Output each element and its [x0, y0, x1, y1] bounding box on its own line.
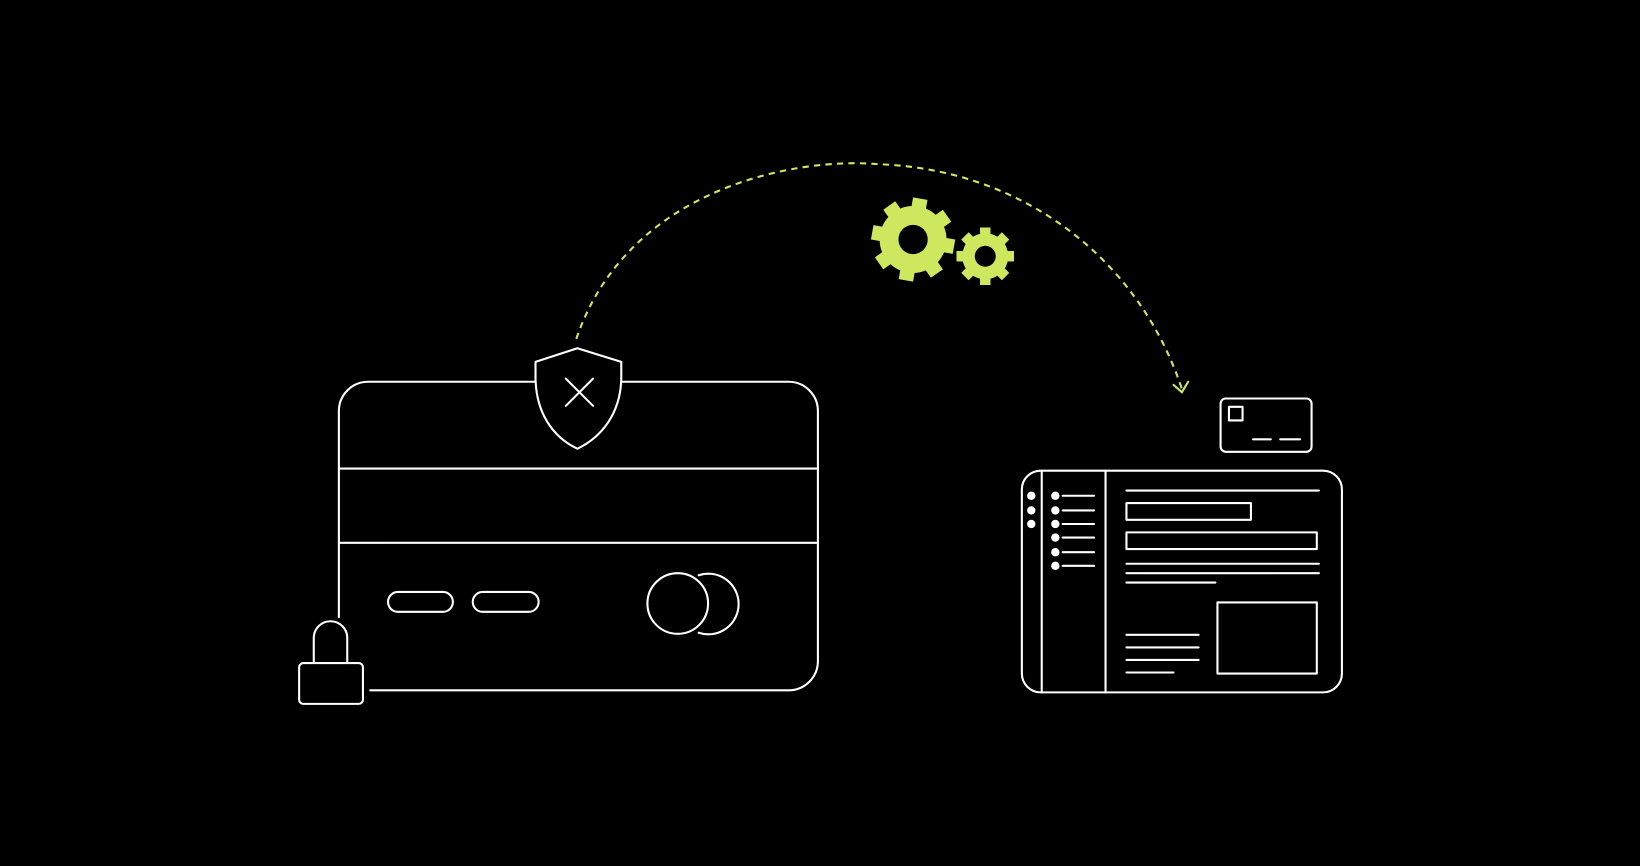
menu-bullet — [1051, 519, 1060, 529]
dashboard-window — [1020, 469, 1343, 694]
menu-bullet — [1051, 491, 1060, 500]
card-pill — [471, 590, 540, 613]
gear-icon-large — [870, 197, 956, 282]
card-logo-circle — [697, 572, 740, 636]
credit-card — [337, 380, 819, 692]
card-pill — [386, 590, 454, 613]
arrow-head-icon — [1172, 380, 1190, 394]
menu-bullet — [1051, 548, 1060, 557]
shield-x-icon — [534, 347, 623, 450]
menu-bullet — [1051, 506, 1060, 515]
window-control-dot — [1027, 506, 1036, 515]
transfer-arc — [575, 162, 1183, 390]
padlock-icon — [298, 620, 364, 705]
menu-bullet — [1051, 533, 1060, 542]
window-control-dot — [1027, 519, 1036, 529]
menu-bullet — [1051, 561, 1060, 571]
small-card-icon — [1219, 397, 1313, 453]
gear-icon-small — [956, 227, 1015, 286]
card-logo-circle — [646, 572, 710, 635]
window-control-dot — [1027, 491, 1036, 500]
